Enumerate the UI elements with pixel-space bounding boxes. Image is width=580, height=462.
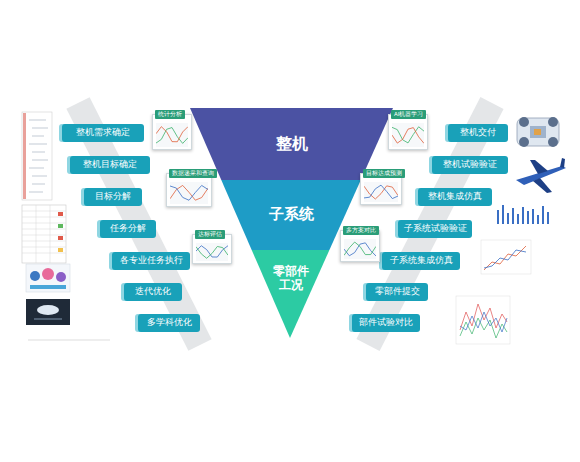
card-heading: 达标评估 (195, 230, 225, 239)
chart-area (344, 239, 376, 259)
chart-line (392, 127, 424, 143)
box-label: 各专业任务执行 (120, 255, 183, 267)
process-box: 整机目标确定 (70, 156, 150, 174)
chart-area (156, 123, 188, 147)
chart-area (196, 243, 228, 261)
process-box: 整机试验验证 (432, 156, 508, 174)
document-thumbnail (22, 112, 52, 200)
box-label: 迭代优化 (135, 286, 171, 298)
chart-line (392, 128, 424, 144)
process-box: 零部件提交 (366, 283, 428, 301)
airplane-image (516, 158, 566, 193)
box-label: 子系统试验验证 (404, 223, 467, 235)
process-box: 多学科优化 (138, 314, 200, 332)
chart-line (156, 127, 188, 142)
band-label: 子系统 (269, 206, 314, 223)
chart-area (392, 123, 424, 147)
chart-area (170, 182, 208, 204)
band-label: 零部件 工况 (270, 265, 312, 293)
process-box: 目标分解 (84, 188, 142, 206)
mini-chart (196, 243, 228, 261)
card-heading: 统计分析 (155, 110, 185, 119)
bar-chart-thumbnail (497, 205, 549, 224)
process-box: 整机需求确定 (62, 124, 144, 142)
card-heading: 数据递采和查询 (169, 169, 217, 178)
process-box: 任务分解 (100, 220, 156, 238)
mini-chart (392, 123, 424, 147)
card-heading: 多方案对比 (343, 226, 379, 235)
mini-chart (156, 123, 188, 147)
mini-chart (364, 182, 398, 202)
chart-line (156, 128, 188, 144)
box-label: 多学科优化 (147, 317, 192, 329)
box-label: 整机目标确定 (83, 159, 137, 171)
band-label: 整机 (276, 135, 308, 153)
chart-line (364, 186, 398, 199)
v-model-band: 零部件 工况 (251, 250, 330, 338)
mini-chart (344, 239, 376, 259)
mini-chart (170, 182, 208, 204)
thin-line (28, 340, 110, 341)
tool-card: AI机器学习 (388, 114, 428, 150)
process-box: 子系统试验验证 (398, 220, 472, 238)
chart-line (196, 246, 228, 257)
process-thumbnail (26, 264, 70, 292)
cloud-thumbnail (26, 299, 70, 325)
chassis-image (517, 117, 559, 147)
process-box: 整机交付 (448, 124, 508, 142)
box-label: 部件试验对比 (359, 317, 413, 329)
box-label: 整机试验验证 (443, 159, 497, 171)
chart-line (344, 242, 376, 255)
box-label: 整机交付 (460, 127, 496, 139)
process-box: 部件试验对比 (352, 314, 420, 332)
card-heading: 目标达成预测 (363, 169, 405, 178)
box-label: 目标分解 (95, 191, 131, 203)
box-label: 整机需求确定 (76, 127, 130, 139)
process-box: 迭代优化 (124, 283, 182, 301)
chart-line (170, 185, 208, 200)
chart-line (170, 185, 208, 200)
box-label: 子系统集成仿真 (390, 255, 453, 267)
tool-card: 目标达成预测 (360, 173, 402, 205)
chart-area (364, 182, 398, 202)
table-thumbnail (22, 205, 66, 263)
chart-line (364, 185, 398, 198)
chart-line (344, 243, 376, 256)
line-chart-thumbnail (481, 240, 531, 274)
card-heading: AI机器学习 (391, 110, 426, 119)
process-box: 整机集成仿真 (418, 188, 492, 206)
scatter-chart-thumbnail (456, 296, 510, 344)
band-fill (252, 250, 330, 338)
process-box: 各专业任务执行 (112, 252, 190, 270)
box-label: 零部件提交 (375, 286, 420, 298)
tool-card: 达标评估 (192, 234, 232, 264)
band-shape (251, 250, 330, 338)
tool-card: 统计分析 (152, 114, 192, 150)
process-box: 子系统集成仿真 (382, 252, 460, 270)
box-label: 整机集成仿真 (428, 191, 482, 203)
tool-card: 数据递采和查询 (166, 173, 212, 207)
box-label: 任务分解 (110, 223, 146, 235)
tool-card: 多方案对比 (340, 230, 380, 262)
chart-line (196, 246, 228, 258)
